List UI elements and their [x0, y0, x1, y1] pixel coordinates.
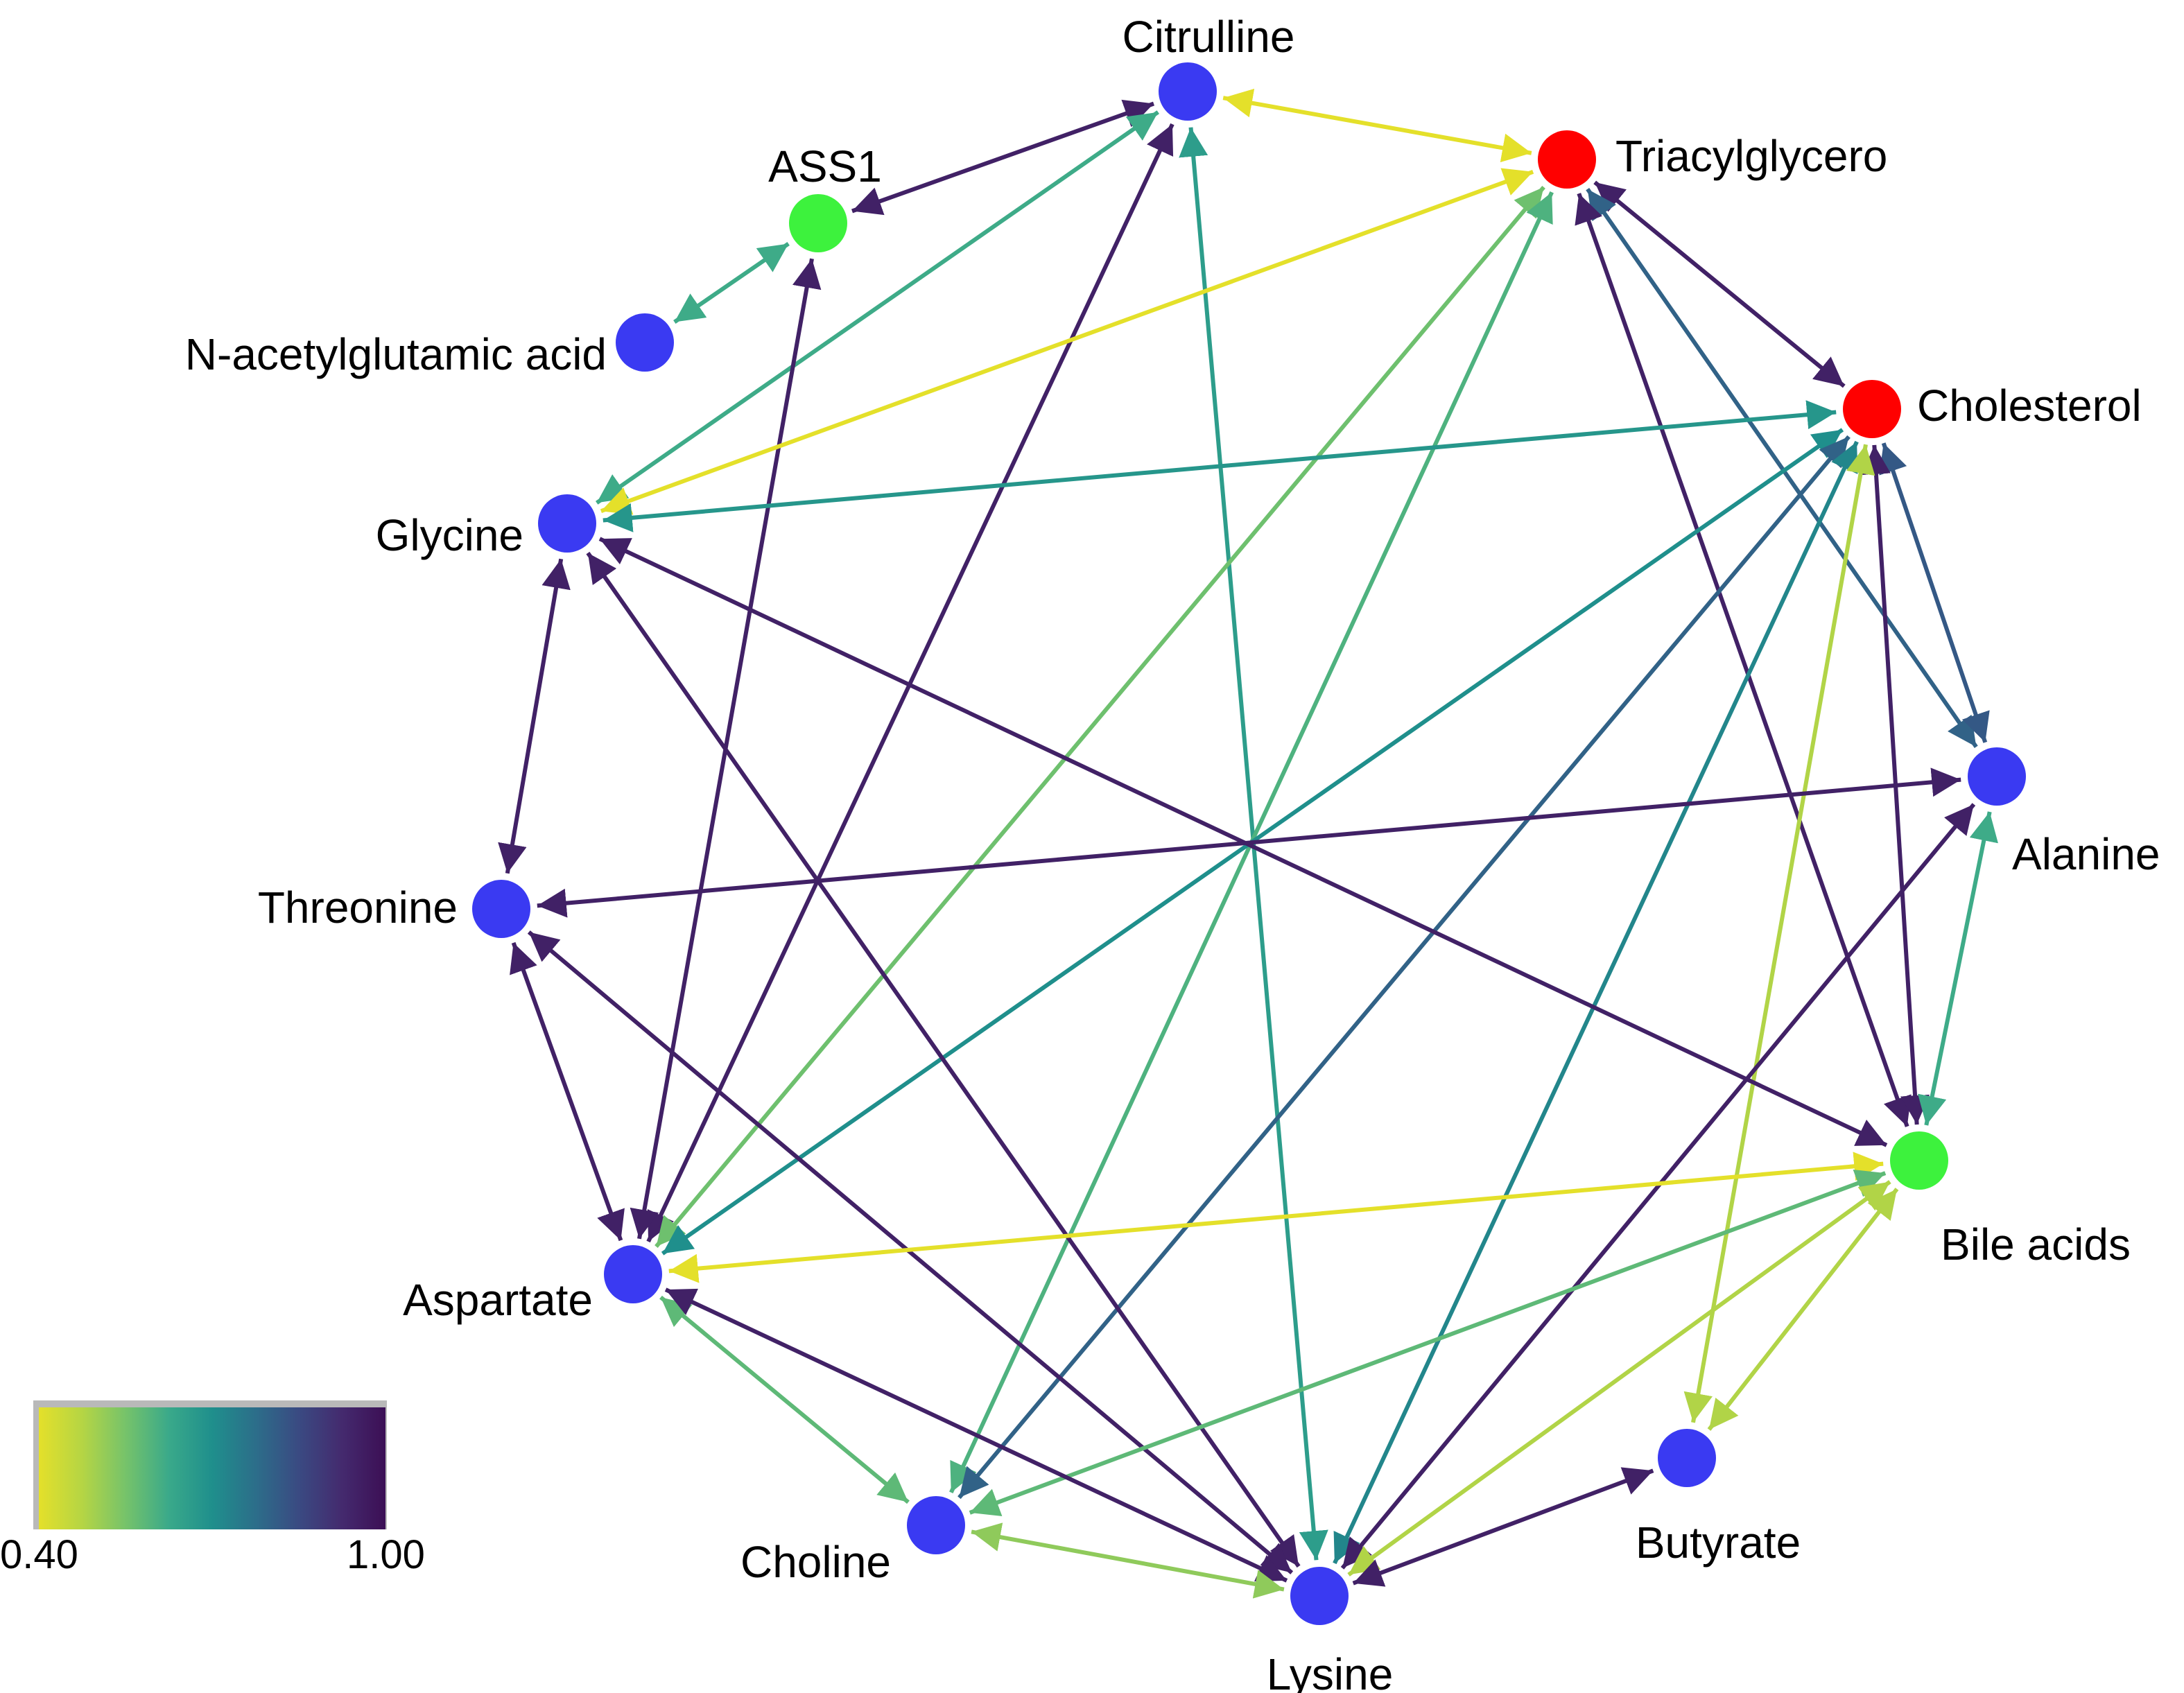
node-label-butyrate: Butyrate — [1636, 1518, 1801, 1568]
node-label-glycine: Glycine — [376, 510, 523, 560]
node-label-threonine: Threonine — [258, 883, 458, 932]
color-legend: 0.40 1.00 — [0, 1400, 425, 1577]
edge-bile-choline — [969, 1170, 1887, 1516]
edge-cholesterol-alanine — [1879, 442, 1990, 743]
edge-triacyl-glycine — [600, 168, 1534, 515]
node-aspartate — [604, 1245, 662, 1303]
edge-glycine-lysine — [586, 551, 1301, 1568]
node-label-aspartate: Aspartate — [403, 1275, 593, 1325]
edge-cholesterol-choline — [957, 435, 1851, 1500]
node-label-cholesterol: Cholesterol — [1917, 381, 2142, 431]
nodes-layer — [472, 62, 2026, 1625]
node-citrulline — [1159, 62, 1217, 121]
edge-citrulline-triacyl — [1222, 88, 1532, 163]
edge-cholesterol-glycine — [603, 400, 1837, 532]
edge-ass1-nag — [673, 242, 790, 324]
node-nag — [616, 313, 674, 372]
edge-triacyl-bile — [1575, 193, 1912, 1127]
node-label-nag: N-acetylglutamic acid — [185, 329, 607, 379]
edge-threonine-alanine — [537, 767, 1961, 918]
node-label-triacyl: Triacylglycero — [1615, 131, 1887, 181]
node-label-citrulline: Citrulline — [1123, 12, 1295, 62]
edge-bile-aspartate — [668, 1152, 1884, 1283]
edge-triacyl-aspartate — [655, 185, 1545, 1249]
node-choline — [907, 1496, 965, 1554]
edge-threonine-aspartate — [510, 941, 625, 1242]
edge-glycine-threonine — [498, 558, 571, 874]
node-label-ass1: ASS1 — [768, 141, 882, 191]
node-ass1 — [789, 194, 847, 252]
node-cholesterol — [1843, 380, 1901, 438]
edge-citrulline-ass1 — [851, 99, 1155, 216]
node-label-lysine: Lysine — [1267, 1649, 1394, 1693]
legend-gradient-bar — [39, 1407, 385, 1529]
node-label-alanine: Alanine — [2012, 829, 2160, 879]
legend-max-label: 1.00 — [347, 1532, 425, 1577]
edge-alanine-bile — [1918, 811, 1998, 1126]
node-bile — [1890, 1131, 1948, 1190]
node-label-bile: Bile acids — [1941, 1219, 2131, 1269]
node-glycine — [538, 494, 596, 553]
edge-lysine-butyrate — [1352, 1467, 1654, 1587]
node-label-choline: Choline — [740, 1537, 891, 1587]
node-lysine — [1290, 1567, 1349, 1625]
edge-bile-butyrate — [1707, 1188, 1899, 1431]
node-triacyl — [1538, 130, 1596, 189]
node-alanine — [1968, 747, 2026, 806]
edge-aspartate-choline — [659, 1295, 910, 1504]
node-butyrate — [1658, 1429, 1716, 1487]
edge-triacyl-cholesterol — [1593, 180, 1846, 388]
edge-triacyl-alanine — [1586, 187, 1978, 749]
edges-layer — [498, 88, 1998, 1599]
edge-choline-lysine — [971, 1522, 1285, 1599]
node-threonine — [472, 880, 530, 938]
legend-min-label: 0.40 — [0, 1532, 78, 1577]
edge-bile-lysine — [1347, 1180, 1891, 1577]
